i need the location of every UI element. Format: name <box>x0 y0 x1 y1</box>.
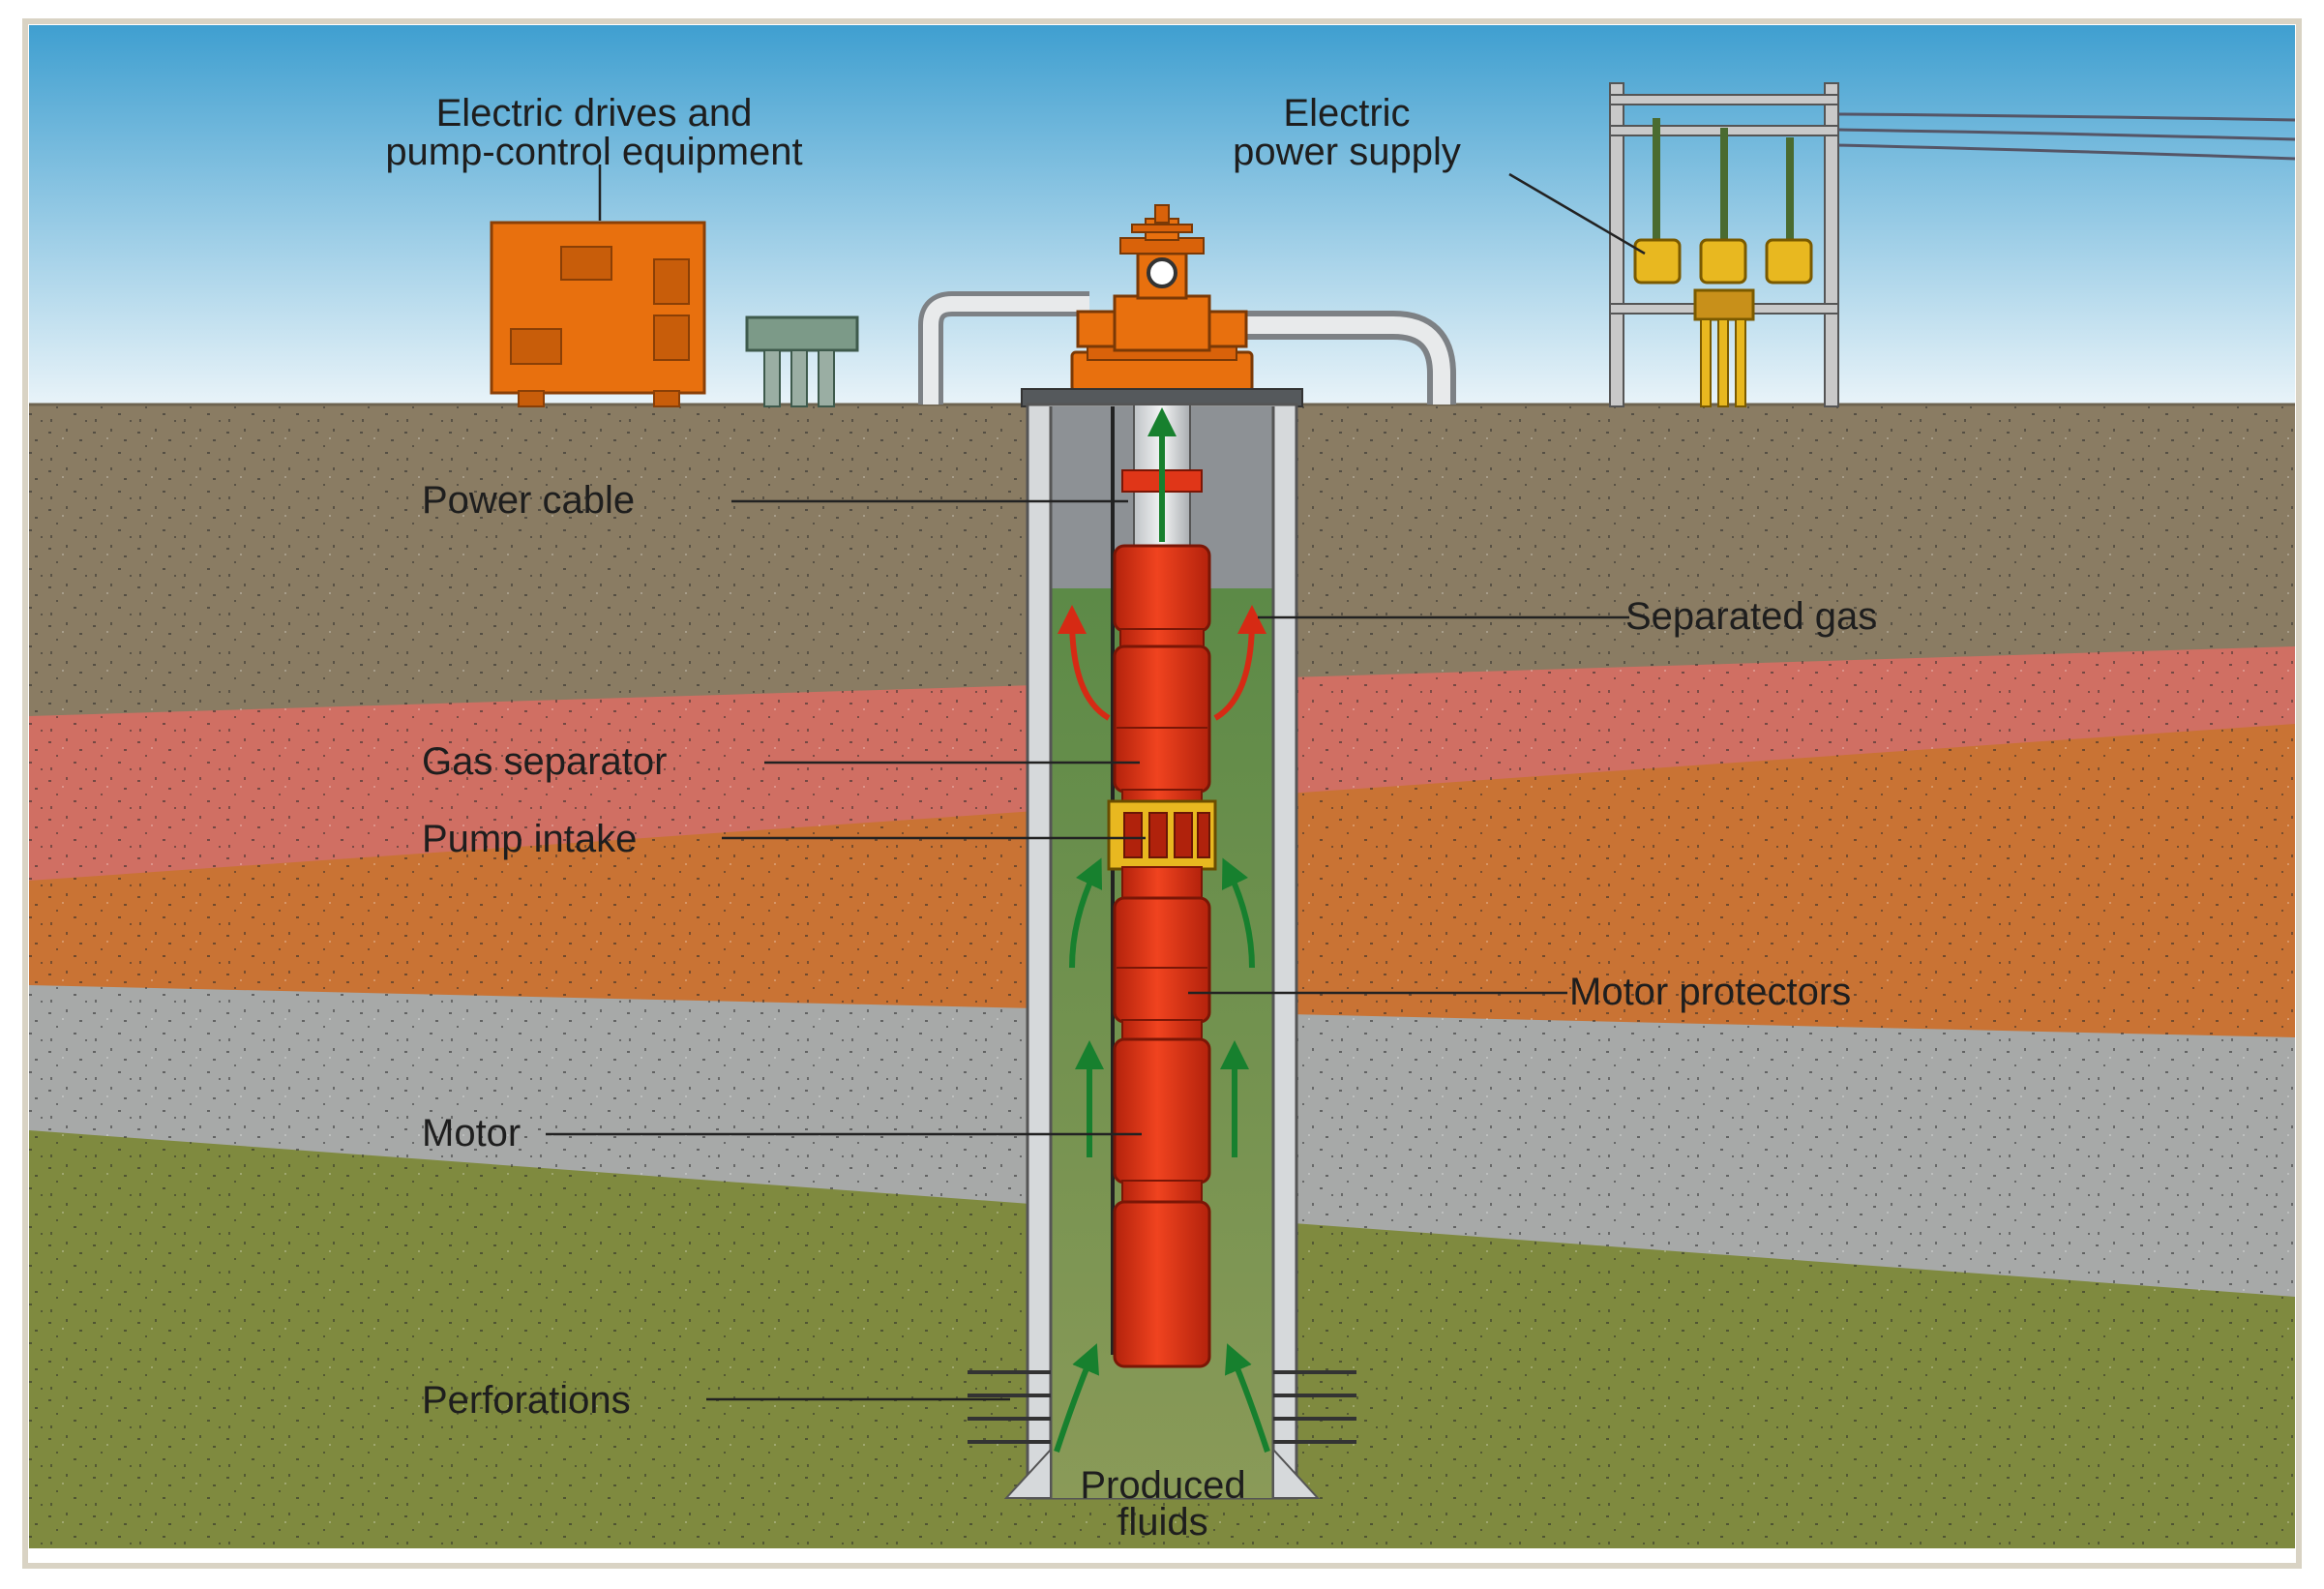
label-motor-protectors: Motor protectors <box>1569 971 1851 1013</box>
label-drives-line2: pump-control equipment <box>385 131 802 173</box>
label-motor: Motor <box>422 1112 521 1154</box>
label-separated-gas: Separated gas <box>1625 595 1877 638</box>
label-drives-line1: Electric drives and <box>436 92 753 135</box>
gas-up-arrow-icon <box>1058 605 1266 721</box>
label-perforations: Perforations <box>422 1379 631 1422</box>
perforations-right <box>1273 1370 1356 1444</box>
junction-box <box>745 315 859 407</box>
esp-pump-string <box>1107 544 1217 1368</box>
pump-section <box>1113 544 1211 633</box>
label-produced-line1: Produced <box>1080 1464 1245 1507</box>
label-produced-line2: fluids <box>1117 1501 1207 1544</box>
label-gas-separator: Gas separator <box>422 740 667 783</box>
label-power-line2: power supply <box>1233 131 1461 173</box>
labels: Electric drives and pump-control equipme… <box>385 92 1877 1544</box>
transformer-3 <box>1765 238 1813 285</box>
motor-upper <box>1113 1037 1211 1184</box>
flow-up-arrow-icon <box>1054 407 1270 1453</box>
pump-control-equipment <box>490 221 706 407</box>
leader-lines <box>546 165 1646 1401</box>
transformer-2 <box>1699 238 1747 285</box>
surface-flowline <box>918 291 1456 405</box>
wellhead <box>1021 204 1303 407</box>
label-power-line1: Electric <box>1283 92 1410 135</box>
gas-separator <box>1113 645 1211 794</box>
transformer-1 <box>1633 238 1682 285</box>
power-pole <box>1609 82 2296 407</box>
label-pump-intake: Pump intake <box>422 818 637 860</box>
perforations-left <box>968 1370 1051 1444</box>
label-power-cable: Power cable <box>422 479 635 522</box>
motor-lower <box>1113 1200 1211 1368</box>
motor-protector <box>1113 896 1211 1024</box>
